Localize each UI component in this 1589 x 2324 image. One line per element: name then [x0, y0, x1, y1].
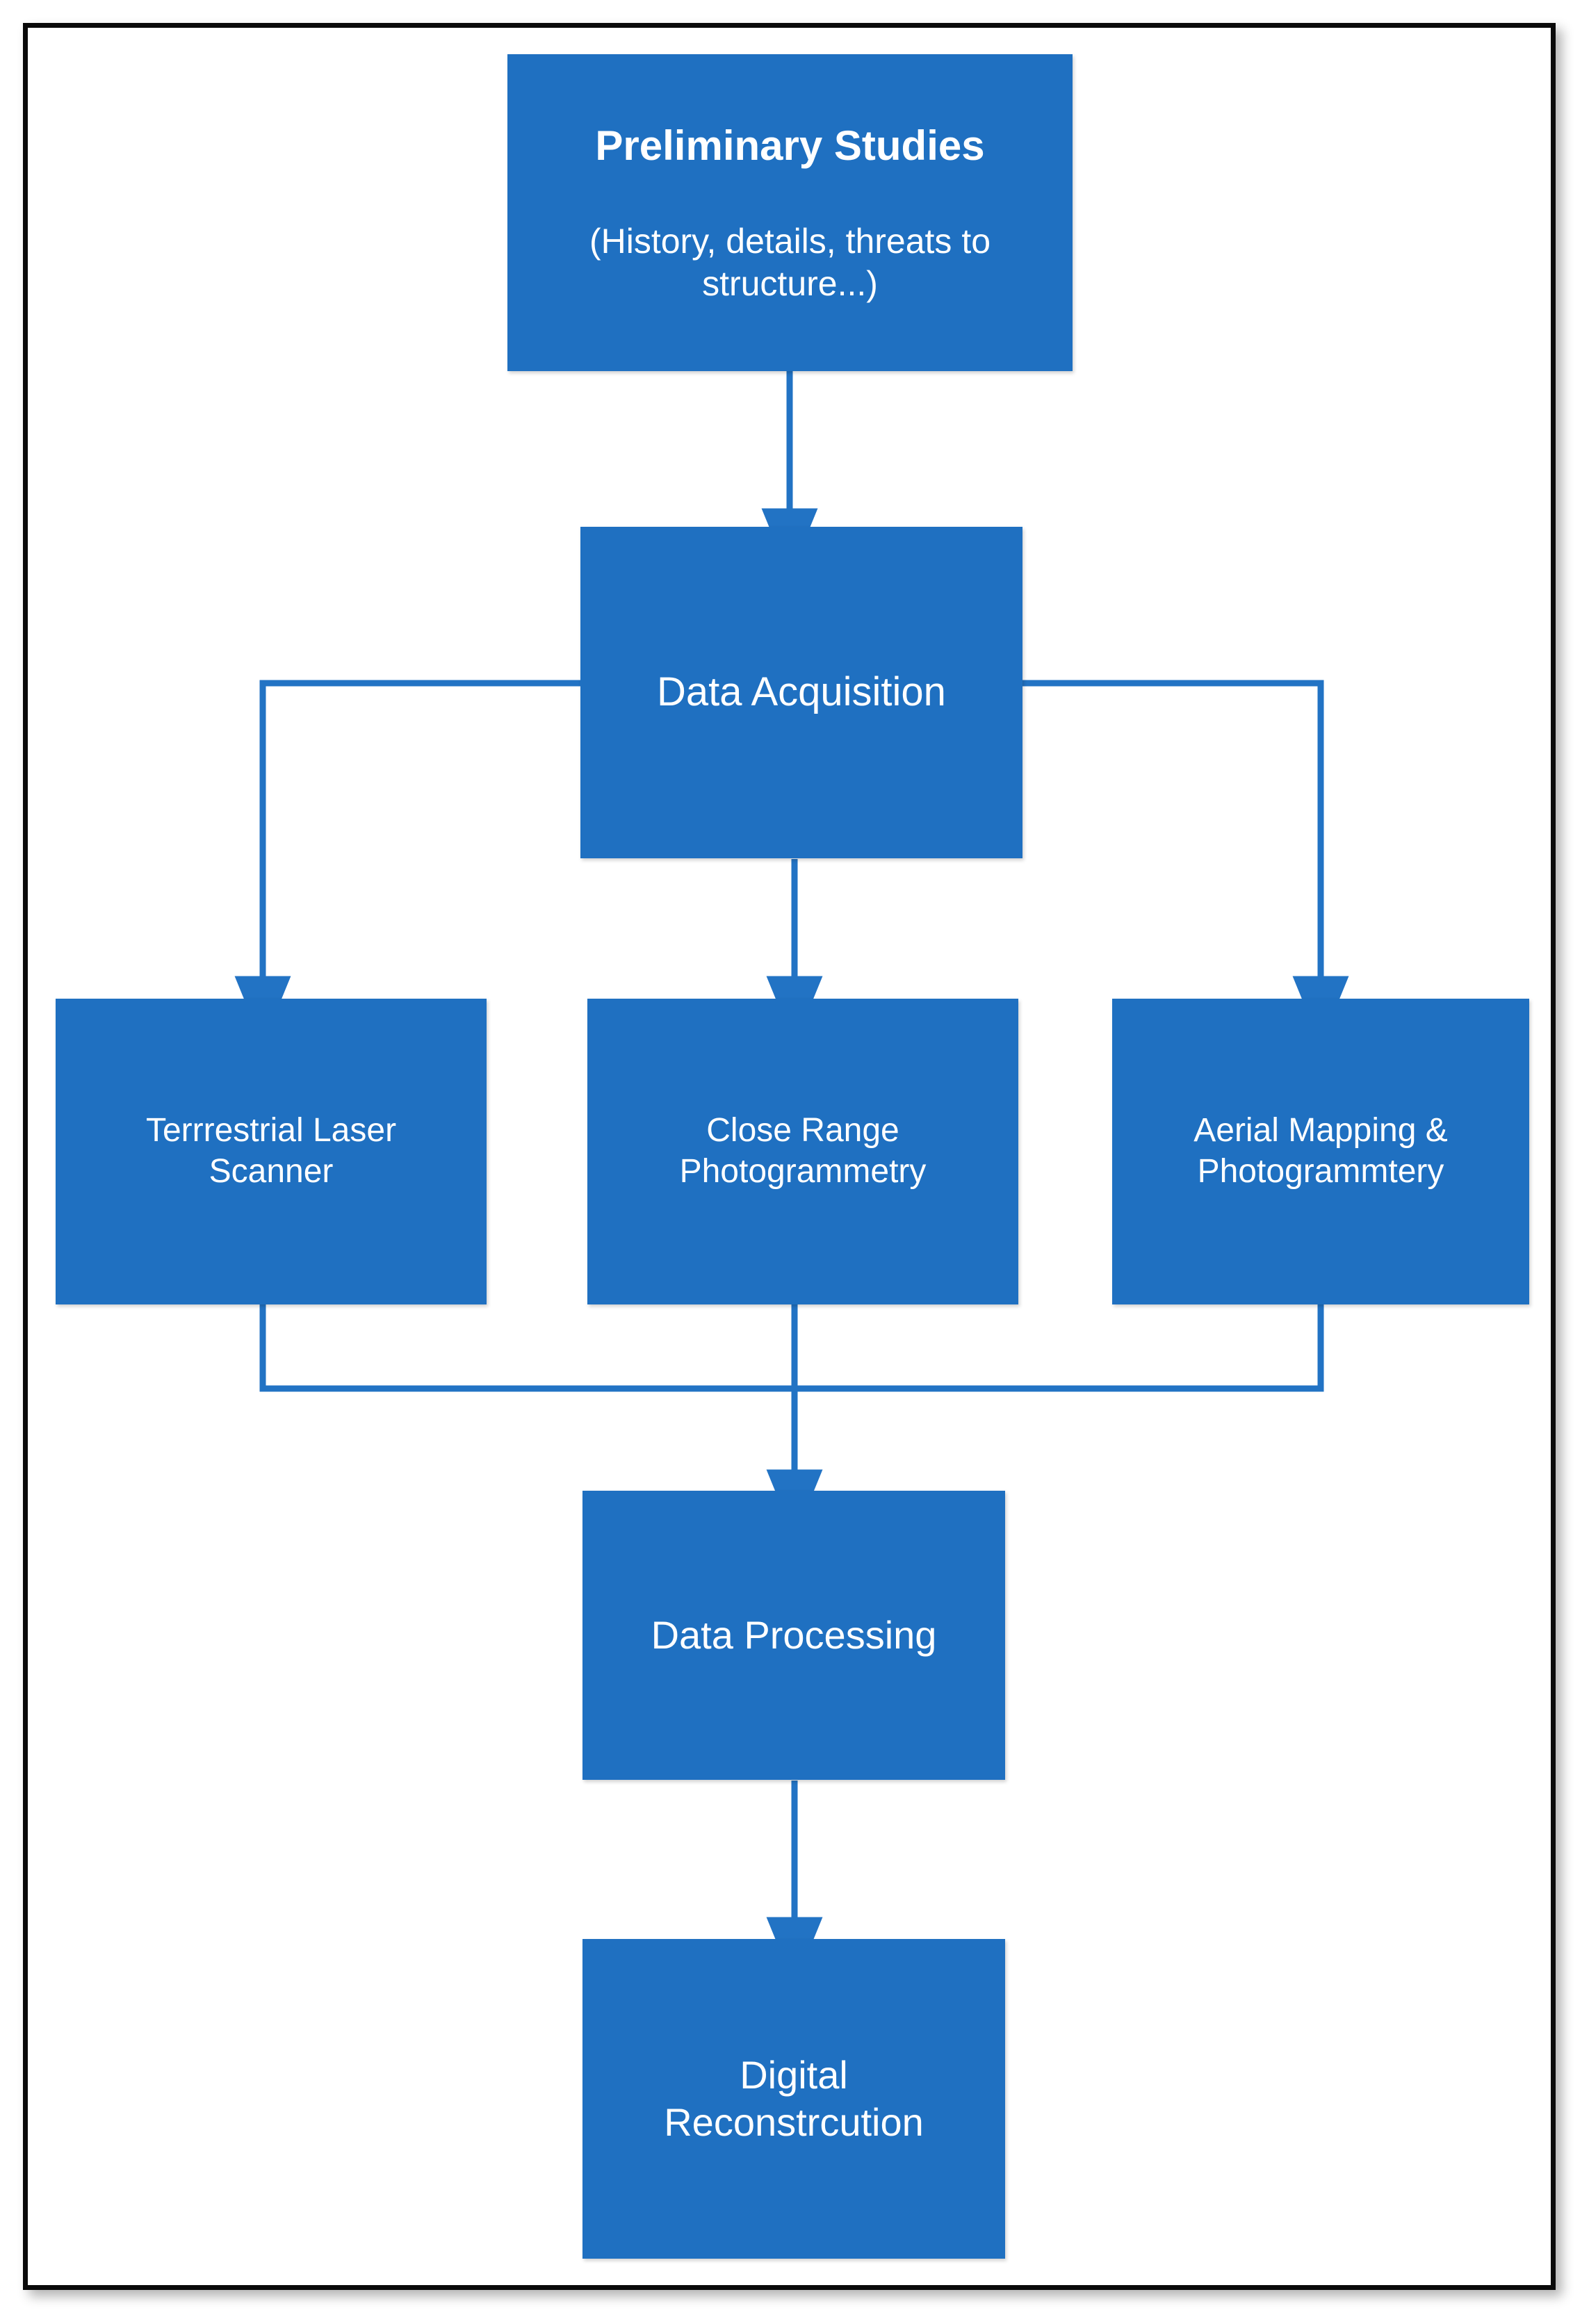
node-preliminary-studies-title: Preliminary Studies	[595, 122, 985, 170]
node-data-processing-label: Data Processing	[651, 1612, 937, 1657]
node-digital-reconstruction[interactable]: Digital Reconstrcution	[582, 1939, 1005, 2259]
node-terrestrial-laser-scanner-label: Terrrestrial Laser Scanner	[145, 1112, 397, 1190]
node-digital-reconstruction-label: Digital Reconstrcution	[664, 2052, 924, 2144]
node-close-range-photogrammetry-label: Close Range Photogrammetry	[679, 1112, 927, 1190]
node-data-processing[interactable]: Data Processing	[582, 1491, 1005, 1780]
node-preliminary-studies-text: Preliminary Studies (History, details, t…	[517, 75, 1063, 351]
node-aerial-mapping-label: Aerial Mapping & Photogrammtery	[1193, 1112, 1448, 1190]
node-data-acquisition[interactable]: Data Acquisition	[580, 527, 1022, 858]
node-terrestrial-laser-scanner[interactable]: Terrrestrial Laser Scanner	[56, 999, 487, 1304]
node-aerial-mapping-photogrammetry[interactable]: Aerial Mapping & Photogrammtery	[1112, 999, 1529, 1304]
node-close-range-photogrammetry[interactable]: Close Range Photogrammetry	[587, 999, 1018, 1304]
node-data-acquisition-label: Data Acquisition	[657, 669, 946, 715]
node-preliminary-studies-subtitle: (History, details, threats to structure.…	[589, 221, 991, 303]
node-preliminary-studies[interactable]: Preliminary Studies (History, details, t…	[507, 54, 1073, 371]
